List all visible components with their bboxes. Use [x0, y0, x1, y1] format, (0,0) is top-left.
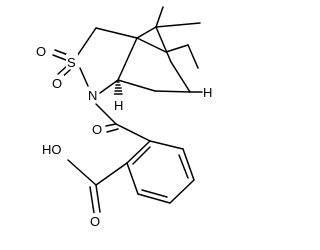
- bond-ring-carboxyl: [95, 162, 128, 186]
- atom-s-sulfonyl: S: [67, 55, 76, 70]
- bond-s-o-left-b: [52, 54, 67, 61]
- bond-ring-inner-3: [132, 146, 151, 165]
- bond-carboxyl-o-b: [89, 186, 95, 214]
- chemical-structure: O S O N O H H HO O: [36, 6, 212, 229]
- bond-ring-3: [169, 179, 195, 204]
- bond-cbridgehead-ch2-low: [154, 90, 191, 93]
- bond-quaternary-bridgehead: [117, 37, 138, 81]
- atom-h-stereo: H: [203, 85, 212, 100]
- atom-oh-acid: HO: [42, 142, 62, 157]
- bond-bridge-cbridgehead: [155, 26, 172, 63]
- atom-h-bridgehead: H: [114, 98, 123, 113]
- bond-s-ch2: [76, 27, 97, 57]
- bond-ring-1: [149, 140, 184, 150]
- bond-ring-inner-1: [178, 154, 189, 179]
- bond-carbonyl-aryl: [115, 123, 151, 142]
- atom-o-sulfonyl-left: O: [36, 44, 46, 59]
- bond-ch2-quaternary: [95, 27, 138, 39]
- bond-n-s: [79, 67, 89, 87]
- bond-bridge-methyl-a: [155, 6, 164, 28]
- hashed-wedge-h: [113, 81, 123, 95]
- bond-carboxyl-oh: [67, 159, 97, 186]
- bond-carbonyl-o-b: [106, 128, 119, 133]
- bond-s-o-left-a: [54, 49, 69, 56]
- bond-ring-6: [126, 140, 151, 164]
- bond-quaternary-bridge: [136, 26, 157, 39]
- bond-quaternary-ch2-front: [136, 37, 167, 53]
- bond-ring-2: [182, 148, 195, 181]
- bond-bridgehead-n: [99, 79, 119, 94]
- bond-ch2-low-bridgehead: [117, 79, 156, 92]
- bond-cbridgehead-upper: [187, 44, 199, 69]
- atom-n-ring: N: [88, 88, 97, 103]
- bond-ch2-front-cbridgehead: [165, 44, 189, 53]
- atom-label-layer: O S O N O H H HO O: [36, 43, 212, 229]
- atom-o-acid: O: [90, 214, 100, 229]
- bond-ring-inner-2: [141, 189, 168, 198]
- bond-layer: [52, 6, 203, 214]
- bond-carbonyl-o-a: [105, 123, 117, 127]
- bond-n-carbonyl: [95, 103, 117, 125]
- bond-carboxyl-o-a: [95, 184, 101, 213]
- bond-s-o-bottom-a: [57, 65, 68, 75]
- bond-ch2-low-upper: [170, 61, 191, 93]
- bond-ring-4: [137, 193, 171, 204]
- atom-o-amide: O: [92, 122, 102, 137]
- bond-ring-5: [126, 162, 139, 195]
- bond-bridge-methyl-b: [155, 22, 201, 28]
- atom-o-sulfonyl-bottom: O: [52, 76, 62, 91]
